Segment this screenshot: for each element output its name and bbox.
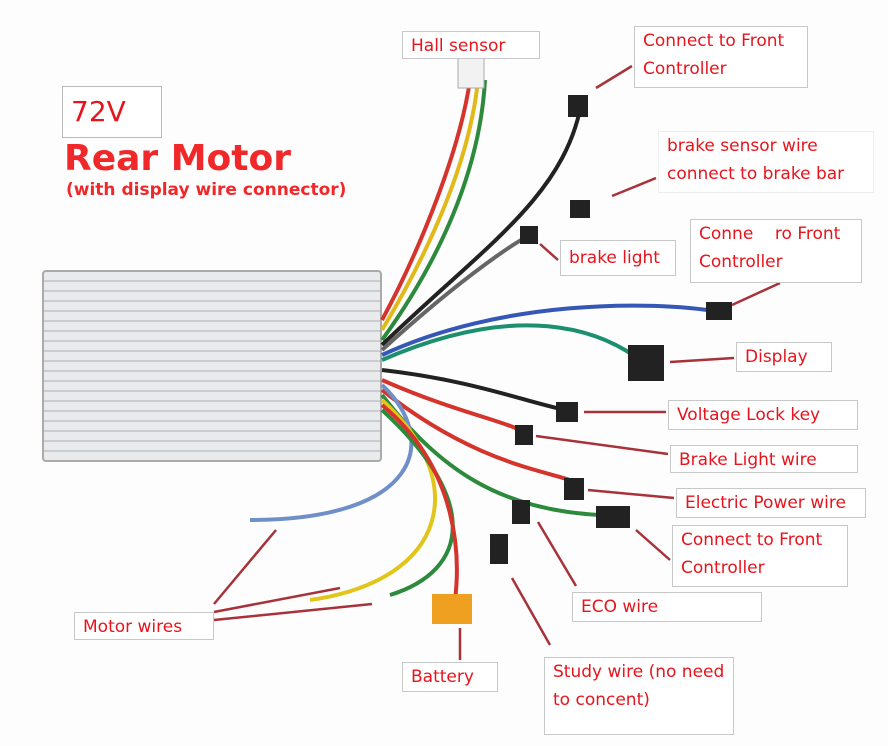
motor-wire-yellow [309, 398, 437, 602]
label-eco-wire: ECO wire [572, 592, 762, 622]
label-brake-sensor: brake sensor wire connect to brake bar [658, 131, 874, 193]
display-wire [381, 323, 642, 362]
wires [249, 79, 721, 602]
label-voltage-lock: Voltage Lock key [668, 400, 858, 430]
label-brake-light-wire: Brake Light wire [670, 445, 858, 473]
controller-unit [42, 270, 382, 462]
label-battery: Battery [402, 662, 498, 692]
hall-wire [380, 79, 487, 342]
label-connect-front-3: Connect to Front Controller [672, 525, 848, 587]
label-display: Display [736, 342, 832, 372]
label-electric-power: Electric Power wire [676, 488, 866, 518]
front2-wire [381, 303, 721, 357]
battery-wire [380, 403, 459, 601]
label-study-wire: Study wire (no need to concent) [544, 657, 734, 735]
brake-light-wire2 [381, 378, 521, 432]
label-connect-front-2: Conne ro Front Controller [690, 219, 862, 283]
arrows [213, 64, 781, 660]
voltage-label: 72V [62, 86, 162, 138]
hall-wire [380, 79, 480, 332]
label-hall-sensor: Hall sensor [402, 31, 540, 59]
diagram-title: Rear Motor [64, 138, 291, 179]
diagram-subtitle: (with display wire connector) [66, 180, 347, 200]
label-motor-wires: Motor wires [74, 612, 214, 640]
power-wire [380, 388, 571, 482]
motor-wire-blue [249, 383, 414, 522]
label-connect-front-1: Connect to Front Controller [634, 26, 808, 88]
label-brake-light: brake light [560, 240, 676, 276]
connectors [432, 47, 732, 624]
hall-wire [380, 79, 472, 321]
front-wire [380, 109, 582, 347]
lock-wire [381, 368, 566, 412]
